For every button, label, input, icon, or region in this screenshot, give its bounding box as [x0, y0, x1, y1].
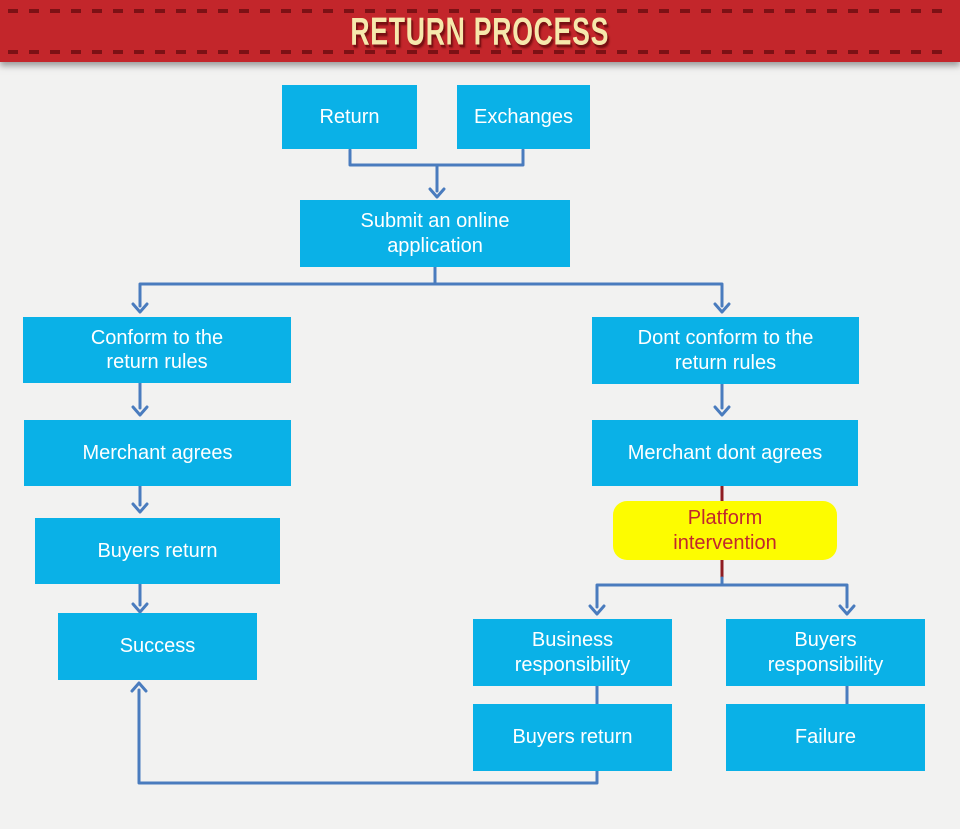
- node-merchant-agrees: Merchant agrees: [24, 420, 291, 486]
- arrowhead-down-icon: [428, 187, 446, 199]
- node-failure: Failure: [726, 704, 925, 771]
- node-platform-intervention: Platform intervention: [613, 501, 837, 560]
- node-submit-application: Submit an online application: [300, 200, 570, 267]
- page-title-text: RETURN PROCESS: [350, 10, 610, 54]
- node-label: Submit an online application: [360, 210, 510, 257]
- node-merchant-dont-agrees: Merchant dont agrees: [592, 420, 858, 486]
- connector-merge-top: [348, 148, 525, 167]
- node-dont-conform-rules: Dont conform to the return rules: [592, 317, 859, 384]
- arrowhead-down-icon: [588, 604, 606, 616]
- arrowhead-up-icon: [130, 681, 148, 693]
- connector-loop-back: [137, 688, 599, 785]
- node-label: Merchant dont agrees: [627, 441, 823, 464]
- arrowhead-down-icon: [131, 302, 149, 314]
- node-label: Conform to the return rules: [90, 326, 224, 373]
- arrowhead-down-icon: [838, 604, 856, 616]
- node-exchanges: Exchanges: [457, 85, 590, 149]
- node-label: Buyers return: [97, 539, 218, 562]
- arrowhead-down-icon: [131, 502, 149, 514]
- node-label: Business responsibility: [514, 629, 631, 676]
- node-buyers-return: Buyers return: [35, 518, 280, 584]
- node-label: Dont conform to the return rules: [637, 327, 814, 374]
- node-label: Merchant agrees: [82, 441, 233, 464]
- node-label: Buyers return: [512, 726, 633, 749]
- banner-dash-top: [8, 9, 952, 13]
- connector-branch-1: [138, 282, 724, 308]
- arrowhead-down-icon: [131, 405, 149, 417]
- node-label: Failure: [794, 726, 857, 749]
- connector-branch-2: [595, 583, 849, 609]
- node-conform-rules: Conform to the return rules: [23, 317, 291, 383]
- node-buyers-return-2: Buyers return: [473, 704, 672, 771]
- node-label: Return: [319, 105, 380, 128]
- node-label: Success: [119, 635, 196, 658]
- node-business-responsibility: Business responsibility: [473, 619, 672, 686]
- node-return: Return: [282, 85, 417, 149]
- node-buyers-responsibility: Buyers responsibility: [726, 619, 925, 686]
- node-label: Exchanges: [474, 105, 573, 128]
- node-label: Buyers responsibility: [767, 629, 884, 676]
- arrowhead-down-icon: [713, 405, 731, 417]
- node-label: Platform intervention: [673, 507, 777, 554]
- page-title: RETURN PROCESS: [0, 10, 960, 54]
- arrowhead-down-icon: [713, 302, 731, 314]
- header-banner: RETURN PROCESS: [0, 0, 960, 62]
- node-success: Success: [58, 613, 257, 680]
- arrowhead-down-icon: [131, 602, 149, 614]
- banner-dash-bottom: [8, 50, 952, 54]
